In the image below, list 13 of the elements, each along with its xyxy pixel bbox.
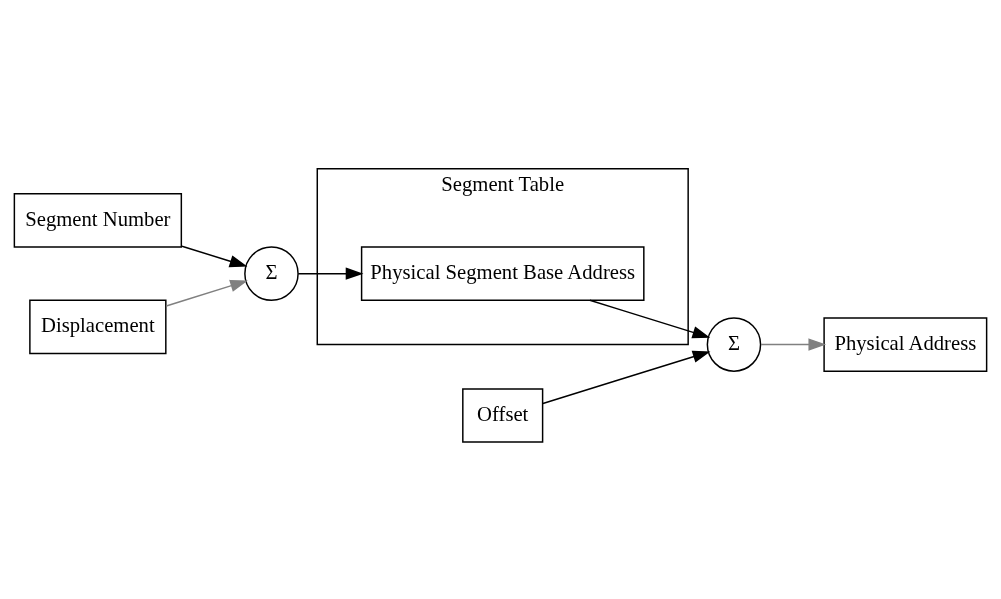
node-box: Physical Address	[823, 317, 988, 372]
arrow	[589, 299, 711, 339]
arrow	[165, 279, 248, 307]
node-box: Displacement	[29, 299, 167, 355]
node-circle: Σ	[706, 317, 762, 372]
arrow	[542, 350, 711, 405]
node-box: Segment Number	[13, 193, 183, 248]
node-circle: Σ	[244, 246, 299, 301]
node-box: Physical Segment Base Address	[360, 246, 645, 301]
node-box: Offset	[462, 388, 544, 443]
arrow	[180, 245, 248, 268]
arrow	[760, 338, 827, 351]
arrow	[297, 267, 364, 280]
